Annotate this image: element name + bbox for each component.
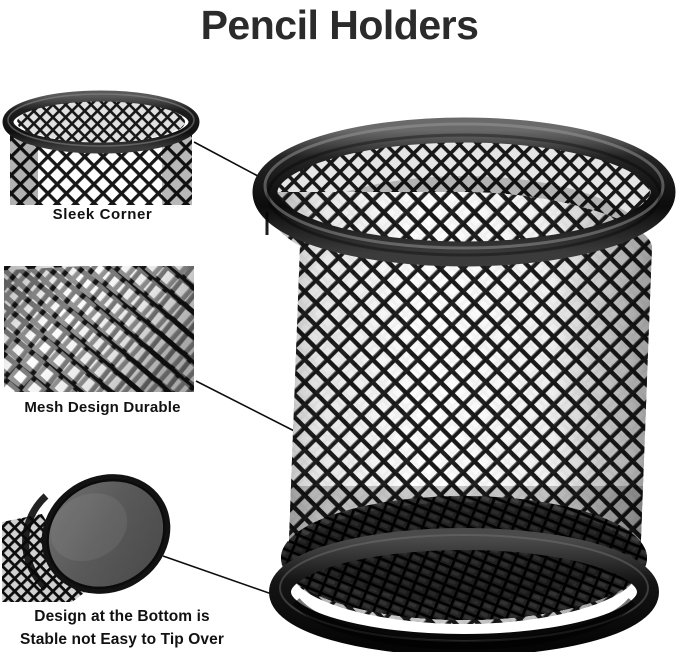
rim-inset-interior-mesh [17,101,185,143]
caption-sleek-corner: Sleek Corner [52,206,153,223]
caption-mesh-design: Mesh Design Durable [24,399,181,416]
mesh-closeup-inset [4,266,194,392]
rim-highlight [7,93,195,147]
base-closeup-inset [2,474,171,602]
caption-stable-bottom: Design at the Bottom is Stable not Easy … [0,605,244,651]
rim-closeup-inset [2,90,200,205]
page-title: Pencil Holders [200,2,479,48]
product-base-mesh-surface [281,514,647,620]
caption-stable-bottom-line1: Design at the Bottom is [34,608,210,625]
product-top-rim [252,117,676,267]
product-foot-rim [269,528,659,652]
main-product-image [252,117,676,652]
base-disc-rim-shadow [22,493,49,591]
base-disc [41,474,171,594]
caption-stable-bottom-line2: Stable not Easy to Tip Over [20,631,224,648]
